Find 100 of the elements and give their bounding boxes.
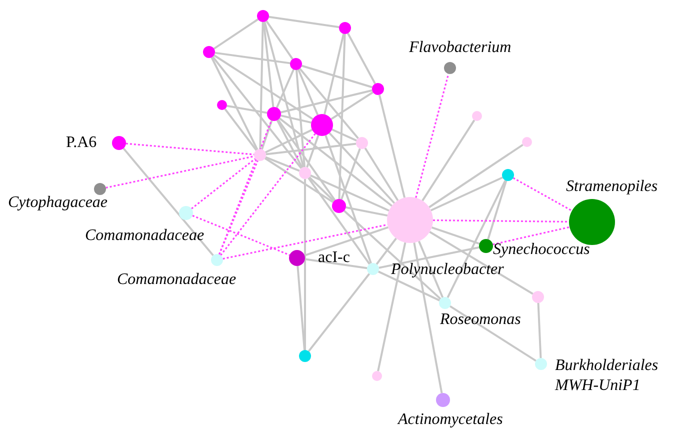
connector-line [304,179,306,350]
connector-line [328,132,396,204]
network-node [439,297,451,309]
connector-line [276,120,304,168]
dotted-connector [415,74,450,198]
connector-line [308,176,335,202]
dotted-connector [512,177,572,212]
connector-line [264,22,304,168]
network-node [217,100,227,110]
connector-line [308,273,370,352]
connector-line [266,20,294,60]
connector-line [346,32,376,84]
network-node [289,250,305,266]
connector-line [340,148,361,200]
node-label: Roseomonas [440,310,521,330]
network-node [112,136,126,150]
network-node [472,111,482,121]
connector-line [330,91,374,120]
connector-line [324,135,372,264]
node-label: Comamonadaceae [117,270,236,290]
network-node [311,114,333,136]
connector-line [264,128,313,154]
network-node [94,183,106,195]
connector-line [299,68,359,140]
connector-line [296,70,306,168]
connector-line [259,22,264,150]
connector-line [213,18,259,50]
dotted-connector [106,155,254,189]
connector-line [446,180,506,298]
network-node [179,206,193,220]
connector-line [431,226,480,245]
connector-line [276,69,294,108]
dotted-connector [220,133,316,256]
dotted-connector [433,219,569,223]
connector-line [308,177,370,265]
network-node [257,10,269,22]
dotted-connector [191,158,256,210]
node-label: Comamonadaceae [85,226,204,246]
connector-line [226,104,268,114]
dotted-connector [492,226,570,246]
connector-line [264,157,334,204]
network-node [367,263,379,275]
network-node [479,239,493,253]
network-node [522,137,532,147]
connector-line [268,16,340,28]
connector-line [278,118,392,207]
connector-line [413,242,443,394]
connector-line [332,128,357,142]
connector-line [210,56,258,150]
dotted-connector [218,120,272,255]
network-node [535,358,547,370]
network-node [332,199,346,213]
network-node [299,350,311,362]
connector-line [324,34,345,115]
connector-line [418,240,444,298]
connector-line [378,246,480,269]
node-label: Flavobacterium [409,38,512,58]
connector-line [338,34,346,200]
connector-line [214,52,290,64]
connector-line [378,94,406,198]
connector-line [262,22,274,108]
dotted-connector [222,224,388,260]
network-node [339,22,351,34]
connector-line [450,305,536,362]
network-node [502,169,514,181]
dotted-connector [126,142,254,156]
connector-line [261,120,273,150]
network-node [372,83,384,95]
node-label: Actinomycetales [398,410,503,430]
connector-line [214,54,314,120]
connector-line [122,148,214,256]
connector-line [428,144,524,208]
node-label: Burkholderiales MWH-UniP1 [555,356,660,396]
connector-line [376,238,397,265]
connector-line [429,231,534,295]
network-node [267,107,281,121]
connector-line [346,206,388,217]
connector-line [224,108,258,151]
network-node [387,197,433,243]
network-node [372,371,382,381]
dotted-connector [192,214,290,256]
network-node [299,167,311,179]
node-label: P.A6 [66,133,97,153]
network-node [436,393,450,407]
connector-line [265,156,300,172]
connector-line [296,266,306,350]
node-label: Synechococcus [493,240,590,260]
connector-line [430,176,503,212]
node-label: Stramenopiles [566,177,658,197]
network-node [203,46,215,58]
connector-line [343,210,442,300]
connector-line [212,56,302,169]
network-node [444,62,456,74]
node-label: Cytophagaceae [8,193,108,213]
network-node [532,291,544,303]
connector-line [304,258,368,270]
connector-line [537,302,542,358]
connector-line [280,89,372,114]
connector-line [304,226,389,256]
connector-line [301,64,373,88]
